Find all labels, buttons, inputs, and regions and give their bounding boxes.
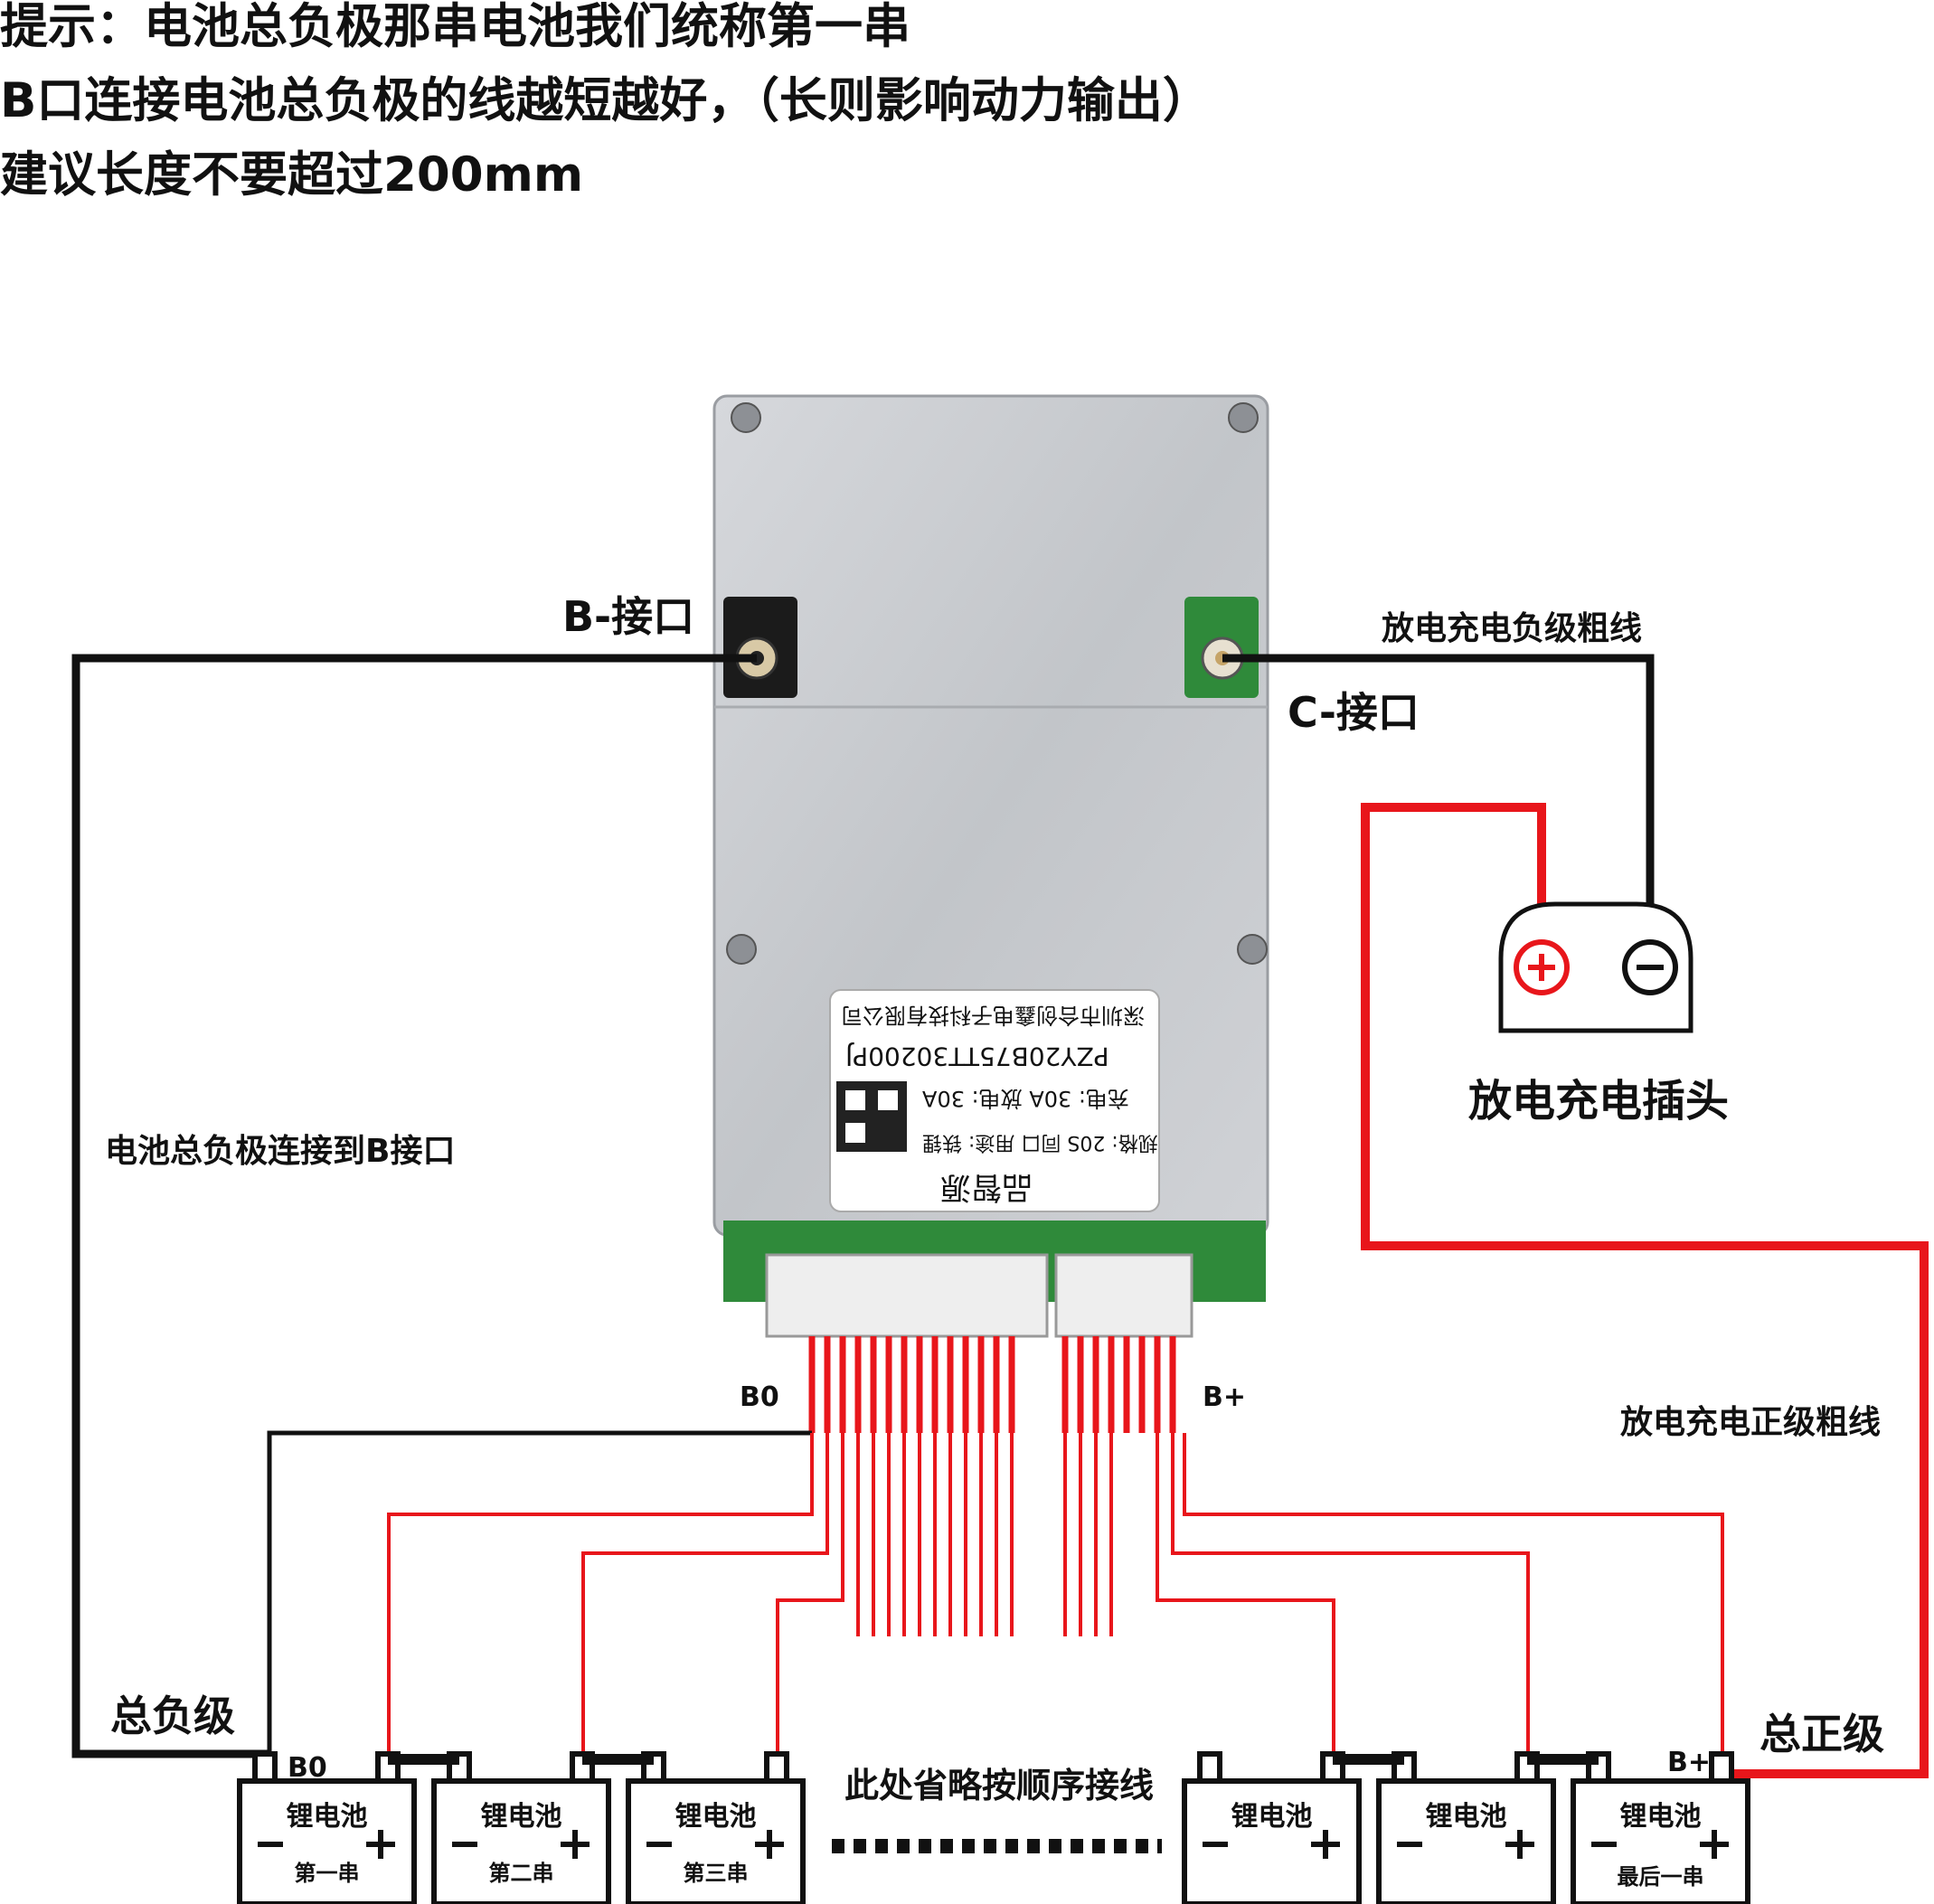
board-company: 深圳市合创鑫电子科技有限公司 [841,1003,1145,1028]
battery-3-name: 第三串 [683,1861,749,1886]
wire-c-negative [1222,654,1655,958]
screw-icon [726,402,1268,965]
battery-6-word: 锂电池 [1619,1801,1702,1833]
battery-polarity [258,1830,1729,1859]
wire-total-negative [71,654,757,1758]
connector-b0 [765,1253,1049,1338]
battery-2-word: 锂电池 [480,1801,562,1833]
neg-to-b-label: 电池总负极连接到B接口 [105,1133,456,1170]
positive-wire-label: 放电充电正级粗线 [1620,1404,1882,1441]
hint-line-2: B口连接电池总负极的线越短越好，（长则影响动力输出） [0,73,1211,128]
negative-wire-label: 放电充电负级粗线 [1382,610,1643,647]
hint-line-1: 提示：电池总负极那串电池我们统称第一串 [0,0,910,54]
b-port-label: B-接口 [562,592,695,641]
sense-wires [387,1433,1724,1754]
bms-board [712,394,1269,1433]
total-positive-label: 总正级 [1759,1710,1884,1758]
b0-connector-label: B0 [740,1381,779,1413]
battery-4-word: 锂电池 [1231,1801,1313,1833]
battery-3-word: 锂电池 [675,1801,757,1833]
omitted-label: 此处省略按顺序接线 [844,1766,1155,1805]
total-negative-label: 总负级 [110,1692,235,1740]
connector-bplus [1054,1253,1193,1338]
battery-6-name: 最后一串 [1617,1864,1704,1890]
battery-2-name: 第二串 [488,1861,554,1886]
battery-1-word: 锂电池 [286,1801,368,1833]
battery-5-word: 锂电池 [1425,1801,1507,1833]
hint-line-3: 建议长度不要超过200mm [0,147,584,203]
board-model-code: PZY20B75TT30200PJ [845,1042,1109,1071]
board-label [829,989,1160,1212]
charge-plug-icon [1498,901,1693,1033]
battery-1-name: 第一串 [294,1861,360,1886]
bplus-connector-label: B+ [1203,1381,1247,1413]
c-port-label: C-接口 [1288,688,1420,737]
bplus-terminal-label: B+ [1667,1747,1712,1778]
b0-terminal-label: B0 [288,1752,327,1784]
board-brand: 品智源 [940,1169,1033,1205]
board-current: 充电: 30A 放电: 30A [922,1086,1129,1111]
plug-label: 放电充电插头 [1468,1076,1730,1126]
board-spec: 规格: 20S 同口 用途: 铁锂 [922,1131,1158,1154]
ribbon-wires [808,1336,1176,1433]
wire-total-positive [1361,803,1929,1778]
wire-b0-sense [267,1430,812,1754]
